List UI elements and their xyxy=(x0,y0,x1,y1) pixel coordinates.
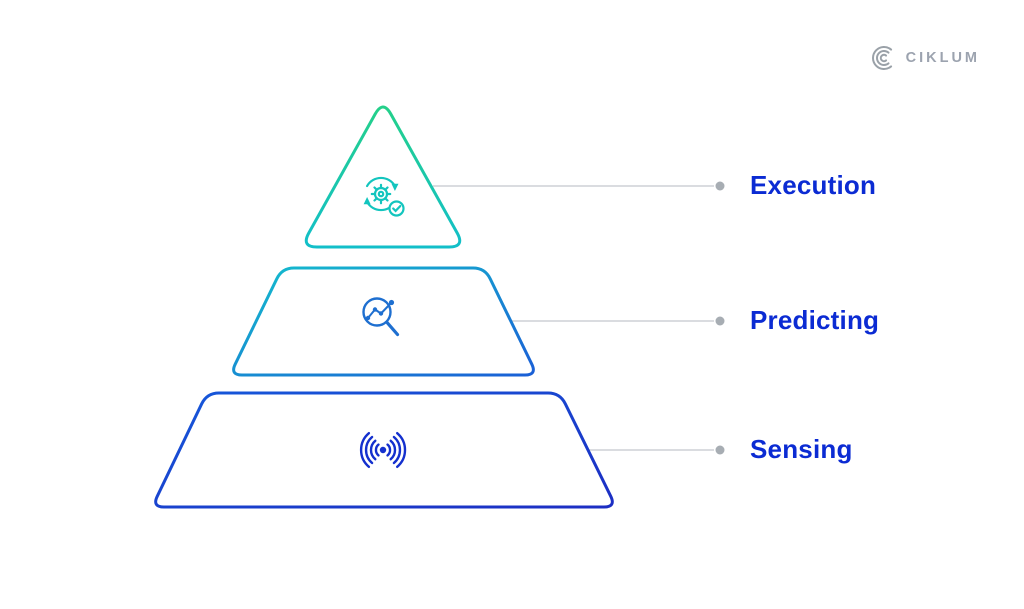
connector-sensing xyxy=(589,445,725,455)
level-label-sensing: Sensing xyxy=(750,434,853,464)
ciklum-logo-icon xyxy=(871,46,892,70)
connector-dot xyxy=(715,181,725,191)
connector-dot xyxy=(715,445,725,455)
gear-sync-check-icon xyxy=(363,176,405,217)
magnifier-trend-icon xyxy=(362,297,400,337)
brand-name: CIKLUM xyxy=(905,50,980,66)
signal-waves-icon xyxy=(359,432,407,468)
pyramid-level-bottom-shape xyxy=(154,391,614,509)
level-label-predicting: Predicting xyxy=(750,305,880,335)
connector-execution xyxy=(433,181,725,191)
connector-predicting xyxy=(512,316,725,326)
connector-dot xyxy=(715,316,725,326)
pyramid-level-middle-shape xyxy=(232,266,535,377)
level-label-execution: Execution xyxy=(750,170,877,200)
brand-logo: CIKLUM xyxy=(870,44,980,72)
pyramid-level-top-shape xyxy=(304,105,462,249)
